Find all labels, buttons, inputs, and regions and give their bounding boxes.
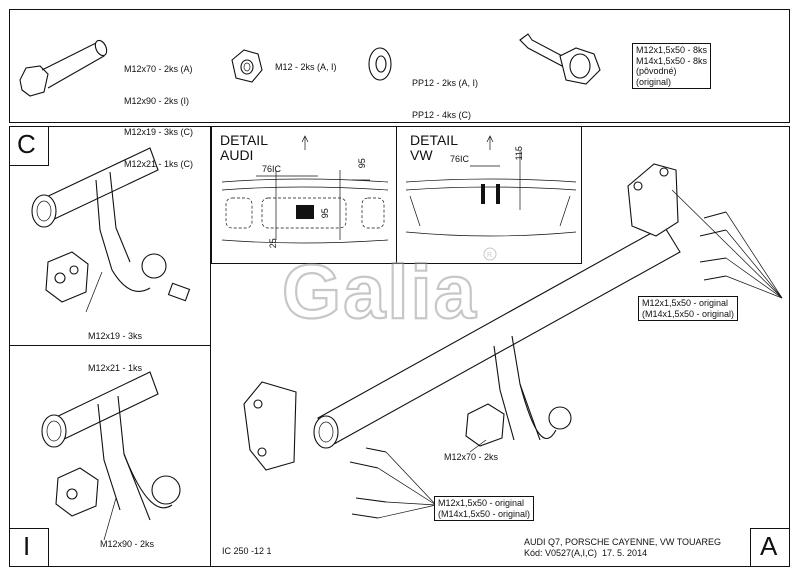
right-flange-callout-line: (M14x1,5x50 - original) xyxy=(642,308,735,319)
vehicles-line: AUDI Q7, PORSCHE CAYENNE, VW TOUAREG xyxy=(524,537,722,547)
panel-c-tube xyxy=(31,147,191,303)
panel-c-callouts: M12x19 - 3ks M12x21 - 1ks xyxy=(88,310,142,384)
flange-bolt-icon xyxy=(519,33,601,85)
bracket-bolts-callout: M12x70 - 2ks xyxy=(444,452,499,462)
diagram-frame xyxy=(9,126,790,567)
main-towbar-assembly xyxy=(243,163,681,471)
bolt-spec: M12x19 - 3ks (C) xyxy=(124,127,194,137)
detail-vw-title: DETAIL VW xyxy=(410,133,458,163)
detail-vw-title-line: VW xyxy=(410,147,433,163)
vw-dim-76: 76IC xyxy=(450,154,470,164)
detail-vw-frame xyxy=(396,126,582,264)
detail-audi-title: DETAIL AUDI xyxy=(220,133,268,163)
vw-dim-115: 115 xyxy=(513,146,524,161)
panel-c-callout: M12x19 - 3ks xyxy=(88,331,143,341)
watermark-brand: Galia xyxy=(282,250,478,335)
panel-i-callout: M12x90 - 2ks xyxy=(100,539,155,549)
audi-dim-95-top: 95 xyxy=(356,158,367,169)
flange-bolt-spec-box: M12x1,5x50 - 8ks M14x1,5x50 - 8ks (pôvod… xyxy=(632,43,712,89)
main-bolts xyxy=(349,211,727,519)
panel-c-callout: M12x21 - 1ks xyxy=(88,362,143,373)
detail-vw-title-line: DETAIL xyxy=(410,132,458,148)
flange-bolt-spec: M12x1,5x50 - 8ks xyxy=(636,45,708,55)
flange-bolt-spec: M14x1,5x50 - 8ks xyxy=(636,55,708,66)
watermark-registered: R xyxy=(487,252,492,259)
panel-letter-a: A xyxy=(760,531,778,561)
washer-spec-list: PP12 - 2ks (A, I) PP12 - 4ks (C) xyxy=(412,57,478,131)
left-flange-callout: M12x1,5x50 - original (M14x1,5x50 - orig… xyxy=(434,496,535,521)
detail-audi-title-line: DETAIL xyxy=(220,132,268,148)
panel-i-tube xyxy=(41,371,181,521)
bolt-spec: M12x21 - 1ks (C) xyxy=(124,158,194,169)
washer-spec: PP12 - 2ks (A, I) xyxy=(412,78,479,88)
nut-spec: M12 - 2ks (A, I) xyxy=(275,62,337,72)
washer-spec: PP12 - 4ks (C) xyxy=(412,109,472,120)
right-flange-callout-line: M12x1,5x50 - original xyxy=(642,298,729,308)
drawing-code: IC 250 -12 1 xyxy=(222,546,272,556)
bolt-spec: M12x70 - 2ks (A) xyxy=(124,64,193,74)
detail-vw-drawing xyxy=(405,135,577,237)
washer-icon xyxy=(368,47,392,81)
audi-dim-25: 25 xyxy=(267,238,278,249)
bolt-spec: M12x90 - 2ks (I) xyxy=(124,95,190,106)
bolt-icon xyxy=(19,39,108,97)
panel-letter-c: C xyxy=(17,129,36,159)
bolt-spec-list: M12x70 - 2ks (A) M12x90 - 2ks (I) M12x19… xyxy=(124,43,193,180)
detail-audi-title-line: AUDI xyxy=(220,147,254,163)
letter-c-box xyxy=(9,126,49,166)
left-flange-callout-line: M12x1,5x50 - original xyxy=(438,498,525,508)
code-date-line: Kód: V0527(A,I,C) 17. 5. 2014 xyxy=(524,548,648,558)
detail-audi-drawing xyxy=(221,135,389,244)
audi-dim-76: 76IC xyxy=(262,164,282,174)
right-flange-callout: M12x1,5x50 - original (M14x1,5x50 - orig… xyxy=(638,296,739,321)
flange-bolt-spec: (pôvodné) xyxy=(636,66,677,76)
letter-i-box xyxy=(9,528,49,567)
panel-i-frame xyxy=(9,345,211,567)
leader-lines xyxy=(85,189,783,541)
panel-letter-i: I xyxy=(23,531,31,561)
hardware-frame xyxy=(9,9,790,123)
galia-watermark: Galia R xyxy=(281,247,497,336)
nut-icon xyxy=(231,49,263,83)
letter-a-box xyxy=(750,528,790,567)
audi-dim-95-side: 95 xyxy=(319,208,330,219)
left-flange-callout-line: (M14x1,5x50 - original) xyxy=(438,508,531,519)
flange-bolt-spec: (original) xyxy=(636,76,672,87)
